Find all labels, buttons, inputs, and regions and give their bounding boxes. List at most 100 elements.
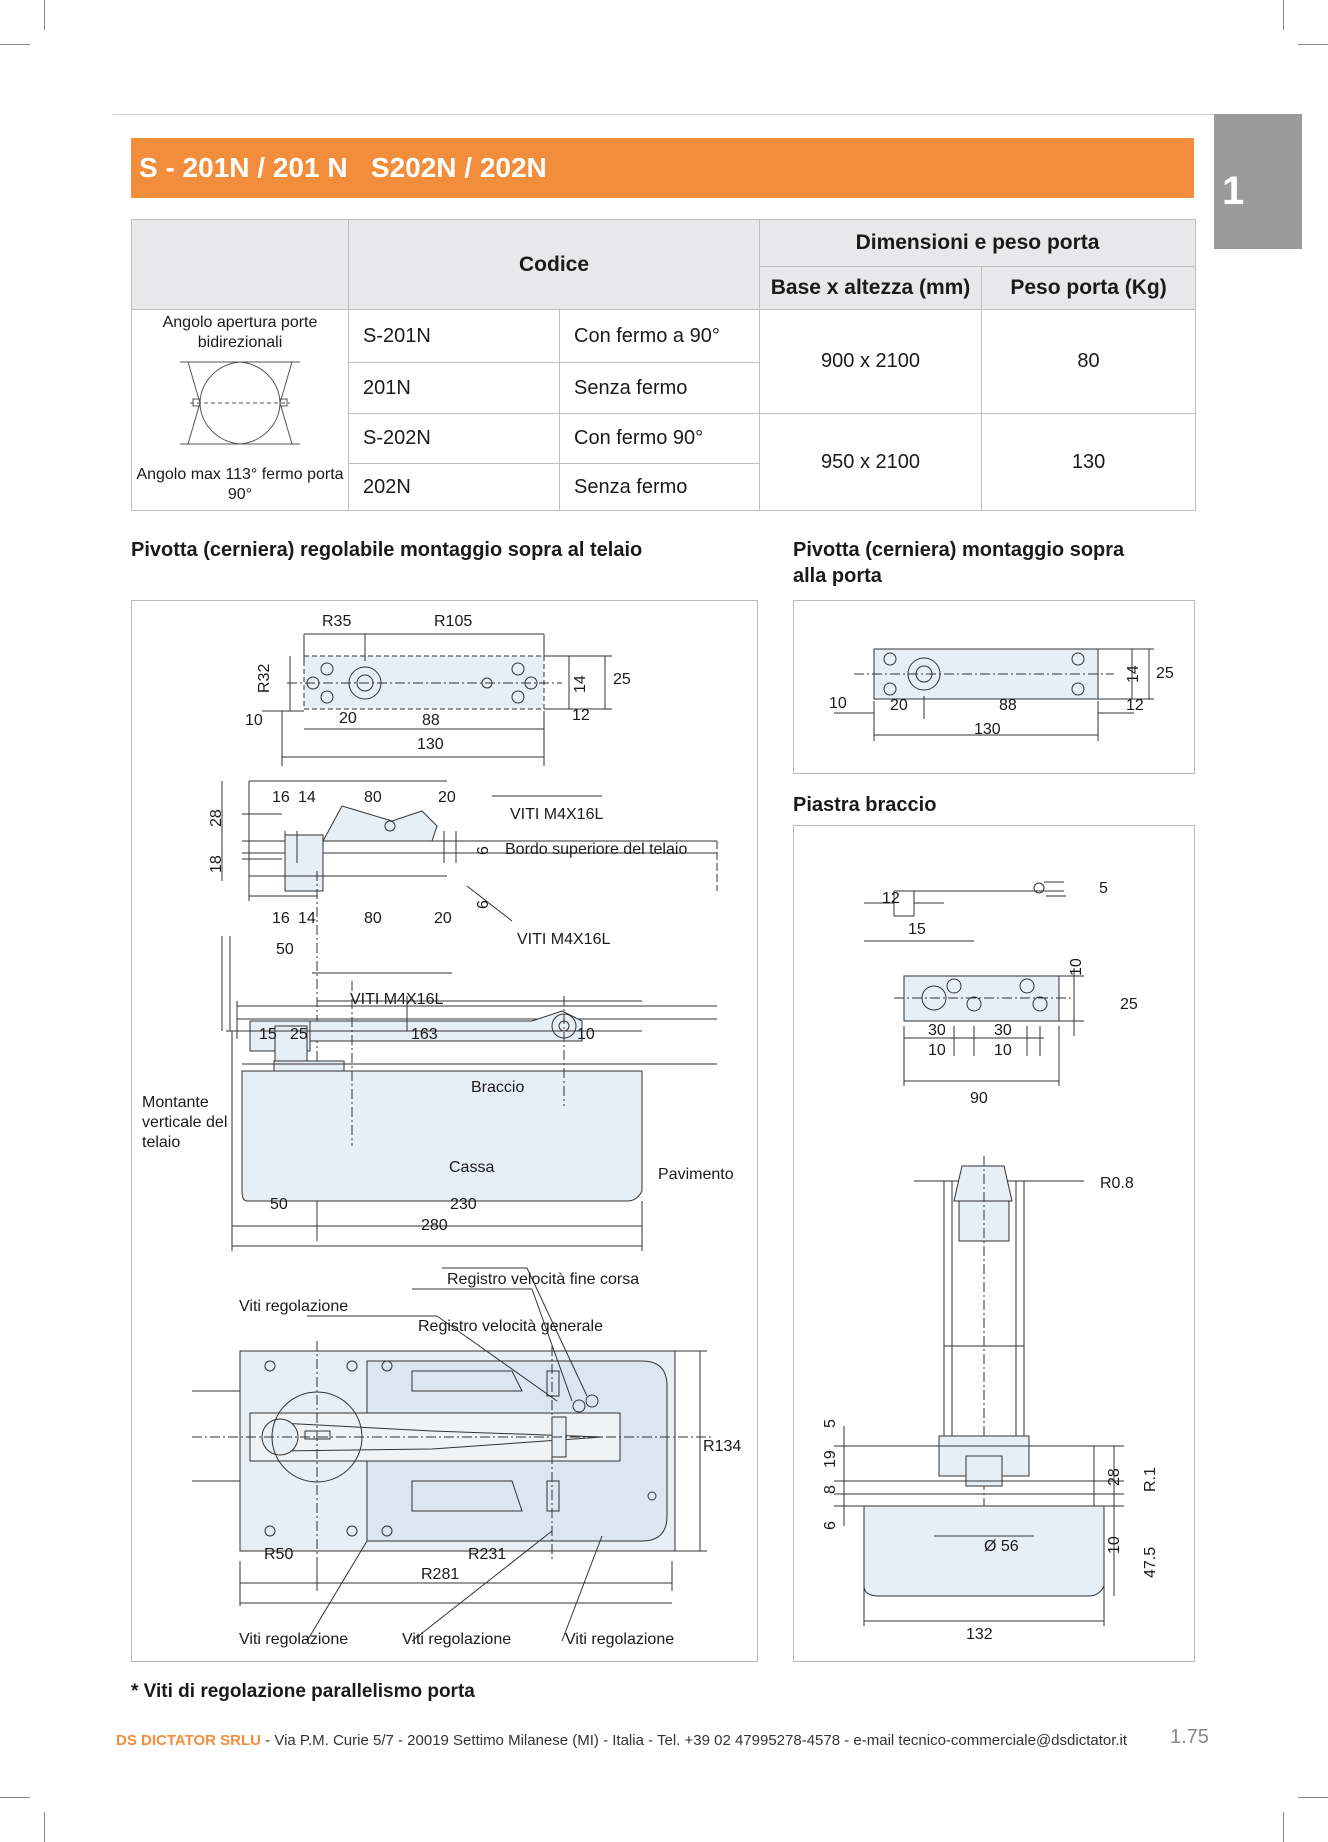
chapter-number: 1	[1222, 169, 1245, 213]
dim-label: R0.8	[1100, 1175, 1134, 1192]
crop-mark	[1283, 1812, 1284, 1842]
door-pivot-drawing	[834, 648, 1154, 741]
left-drawing-box: R35 R105 R32 14 25 10 20 88 12 130 16 14…	[131, 600, 758, 1662]
crop-mark	[1298, 44, 1328, 45]
footnote: * Viti di regolazione parallelismo porta	[131, 1681, 475, 1702]
footer-contact: - Via P.M. Curie 5/7 - 20019 Settimo Mil…	[261, 1732, 1128, 1749]
dim-label: 25	[1120, 996, 1138, 1013]
dim-label: 14	[1125, 665, 1142, 683]
dim-label: 18	[208, 855, 225, 873]
dim-label: 80	[364, 910, 382, 927]
dim-label: R50	[264, 1546, 294, 1563]
dim-label: 28	[1106, 1468, 1123, 1486]
dim-label: 15	[908, 921, 926, 938]
adjust-screws-label: Viti regolazione	[565, 1631, 675, 1648]
dim-label: R32	[256, 663, 273, 693]
chapter-tab: 1	[1214, 114, 1302, 249]
left-section-title: Pivotta (cerniera) regolabile montaggio …	[131, 539, 643, 561]
dim-label: 230	[450, 1196, 477, 1213]
dim-label: 19	[822, 1450, 839, 1468]
table-row-code: S-201N	[348, 309, 560, 363]
dim-label: R281	[421, 1566, 460, 1583]
table-header-empty	[131, 219, 349, 310]
dim-label: R35	[322, 613, 352, 630]
door-angle-cell: Angolo apertura porte bidirezionali	[131, 309, 349, 511]
right-top-section-title: Pivotta (cerniera) montaggio sopra alla …	[793, 539, 1125, 587]
table-row-desc: Senza fermo	[558, 362, 761, 414]
dim-label: 12	[572, 707, 590, 724]
table-row-code: 202N	[348, 463, 560, 511]
dimension-cell: 900 x 2100	[759, 309, 983, 414]
dim-label: 10	[829, 695, 847, 712]
dim-label: 30	[928, 1022, 946, 1039]
box-label: Cassa	[449, 1159, 495, 1176]
dim-label: 28	[208, 809, 225, 827]
dim-label: R231	[468, 1546, 507, 1563]
dim-label: 20	[339, 710, 357, 727]
page-title: S - 201N / 201 N S202N / 202N	[131, 138, 1194, 198]
dim-label: 16	[272, 789, 290, 806]
dim-label: 12	[1126, 697, 1144, 714]
dim-label: 10	[994, 1042, 1012, 1059]
floor-label: Pavimento	[658, 1166, 734, 1183]
angle-caption-bottom: Angolo max 113° fermo porta 90°	[136, 466, 344, 503]
table-header-codice: Codice	[347, 219, 761, 310]
dim-label: 30	[994, 1022, 1012, 1039]
angle-caption-top: Angolo apertura porte bidirezionali	[162, 314, 318, 351]
dim-label: 15	[259, 1026, 277, 1043]
crop-mark	[0, 1797, 30, 1798]
right-bottom-drawing-box: 12 5 15 10 25 30 30 10 10 90 R0.8 5 19 8…	[793, 825, 1195, 1662]
screw-label: VITI M4X16L	[517, 931, 611, 948]
dim-label: 50	[270, 1196, 288, 1213]
crop-mark	[1298, 1797, 1328, 1798]
page-number: 1.75	[1170, 1726, 1209, 1748]
dim-label: 6	[475, 900, 492, 909]
crop-mark	[44, 0, 45, 30]
dim-label: 10	[1106, 1536, 1123, 1554]
dim-label: 130	[974, 721, 1001, 738]
table-row-desc: Con fermo 90°	[558, 413, 761, 464]
crop-mark	[1283, 0, 1284, 30]
dim-label: 50	[276, 941, 294, 958]
crop-mark	[44, 1812, 45, 1842]
arm-label: Braccio	[471, 1079, 525, 1096]
table-row-code: S-202N	[348, 413, 560, 464]
weight-cell: 130	[981, 413, 1197, 511]
adjust-screws-label: Viti regolazione	[239, 1298, 349, 1315]
dim-label: 10	[928, 1042, 946, 1059]
dim-label: R.1	[1142, 1467, 1159, 1492]
right-top-drawing-box: 10 20 88 12 14 25 130	[793, 600, 1195, 774]
screw-label: VITI M4X16L	[510, 806, 604, 823]
dim-label: 10	[1068, 958, 1085, 976]
dim-label: 20	[890, 697, 908, 714]
table-header-dimensioni: Dimensioni e peso porta	[759, 219, 1197, 267]
dim-label: 90	[970, 1090, 988, 1107]
dim-label: 280	[421, 1217, 448, 1234]
table-header-peso: Peso porta (Kg)	[981, 266, 1197, 310]
adjust-screws-label: Viti regolazione	[402, 1631, 512, 1648]
dim-label: 20	[434, 910, 452, 927]
table-row-desc: Con fermo a 90°	[558, 309, 761, 363]
dim-label: 88	[422, 712, 440, 729]
dim-label: 12	[882, 890, 900, 907]
spec-table: Codice Dimensioni e peso porta Base x al…	[131, 219, 1197, 511]
dim-label: 88	[999, 697, 1017, 714]
dim-label: 10	[577, 1026, 595, 1043]
dim-label: 47.5	[1142, 1546, 1159, 1578]
dim-label: R105	[434, 613, 473, 630]
dim-label: 5	[822, 1419, 839, 1428]
dim-label: 6	[822, 1521, 839, 1530]
dim-label: 5	[1099, 880, 1108, 897]
speed-label: Registro velocità generale	[418, 1318, 603, 1335]
crop-mark	[0, 44, 30, 45]
door-swing-diagram	[180, 361, 300, 445]
dim-label: 80	[364, 789, 382, 806]
screw-label: VITI M4X16L	[350, 991, 444, 1008]
dim-label: 8	[822, 1485, 839, 1494]
dim-label: 14	[298, 789, 316, 806]
end-speed-label: Registro velocità fine corsa	[447, 1271, 640, 1288]
top-rule	[113, 114, 1218, 115]
adjust-screws-label: Viti regolazione	[239, 1631, 349, 1648]
dim-label: 14	[572, 675, 589, 693]
right-bottom-section-title: Piastra braccio	[793, 794, 937, 816]
